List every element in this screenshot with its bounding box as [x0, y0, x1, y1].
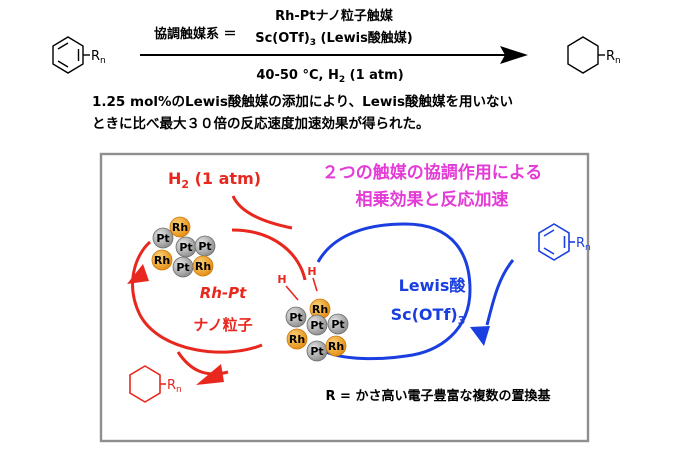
reaction-conditions: 40-50 °C, H2 (1 atm) [256, 68, 403, 85]
pt-atom-label: Pt [310, 345, 323, 358]
catalyst-system-label: 協調触媒系 ＝ [154, 26, 237, 42]
h2-label: H2 (1 atm) [168, 169, 261, 191]
rh-atom [325, 335, 347, 357]
rh-atom [169, 216, 191, 238]
rh-atom-label: Rh [195, 260, 211, 273]
pt-atom [152, 227, 174, 249]
adsorbed-hydrogens: H H [277, 265, 318, 301]
rh-atom-label: Rh [154, 254, 170, 267]
lewis-acid-label: Lewis酸 [399, 276, 467, 295]
pt-atom-label: Pt [179, 241, 192, 254]
pt-atom [306, 314, 328, 336]
rh-atom-label: Rh [289, 333, 305, 346]
red-cycle [131, 195, 307, 354]
catalyst-line-1: Rh-Ptナノ粒子触媒 [275, 8, 394, 24]
nanoparticle-label: ナノ粒子 [193, 316, 252, 334]
cycle-frame [99, 152, 590, 443]
pt-atom-label: Pt [156, 232, 169, 245]
synergy-line-1: ２つの触媒の協調作用による [322, 162, 543, 183]
pt-atom [285, 306, 307, 328]
pt-atom [327, 313, 349, 335]
blue-arrowhead [470, 326, 490, 346]
substrate-substituent: Rn [576, 236, 591, 253]
footnote: R = かさ高い電子豊富な複数の置換基 [326, 388, 552, 404]
cyclohexane-product: Rn [567, 36, 621, 74]
pt-atom-label: Pt [331, 318, 344, 331]
red-arrowhead-left [127, 264, 149, 284]
pt-atom-label: Pt [289, 311, 302, 324]
pt-atom-label: Pt [176, 261, 189, 274]
catalyst-line-2: Sc(OTf)3 (Lewis酸触媒) [255, 30, 413, 48]
summary-line-1: 1.25 mol%のLewis酸触媒の添加により、Lewis酸触媒を用いない [92, 93, 513, 110]
hydrogen-atom-1: H [277, 273, 286, 286]
summary-line-2: ときに比べ最大３０倍の反応速度加速効果が得られた。 [92, 115, 430, 132]
pt-atom-label: Pt [310, 319, 323, 332]
blue-cycle [316, 222, 515, 361]
rh-atom [286, 328, 308, 350]
arene-substrate: Rn [538, 223, 591, 261]
rh-atom-label: Rh [172, 221, 188, 234]
cycle-product-substituent: Rn [167, 378, 182, 395]
pt-atom-label: Pt [198, 240, 211, 253]
cyclohexane-cycle-product: Rn [129, 365, 182, 403]
reactant-substituent: Rn [91, 49, 106, 66]
reaction-arrow [140, 46, 528, 64]
red-arrowhead-product [196, 364, 224, 385]
rh-pt-label: Rh-Pt [200, 284, 247, 302]
rh-atom [151, 249, 173, 271]
product-substituent: Rn [606, 49, 621, 66]
rh-atom [192, 255, 214, 277]
rh-atom-label: Rh [328, 340, 344, 353]
synergy-line-2: 相乗効果と反応加速 [356, 189, 509, 210]
sc-otf-label: Sc(OTf)3 [391, 305, 466, 327]
hydrogen-atom-2: H [307, 265, 316, 278]
rh-atom-label: Rh [312, 303, 328, 316]
arene-reactant: Rn [52, 36, 106, 74]
